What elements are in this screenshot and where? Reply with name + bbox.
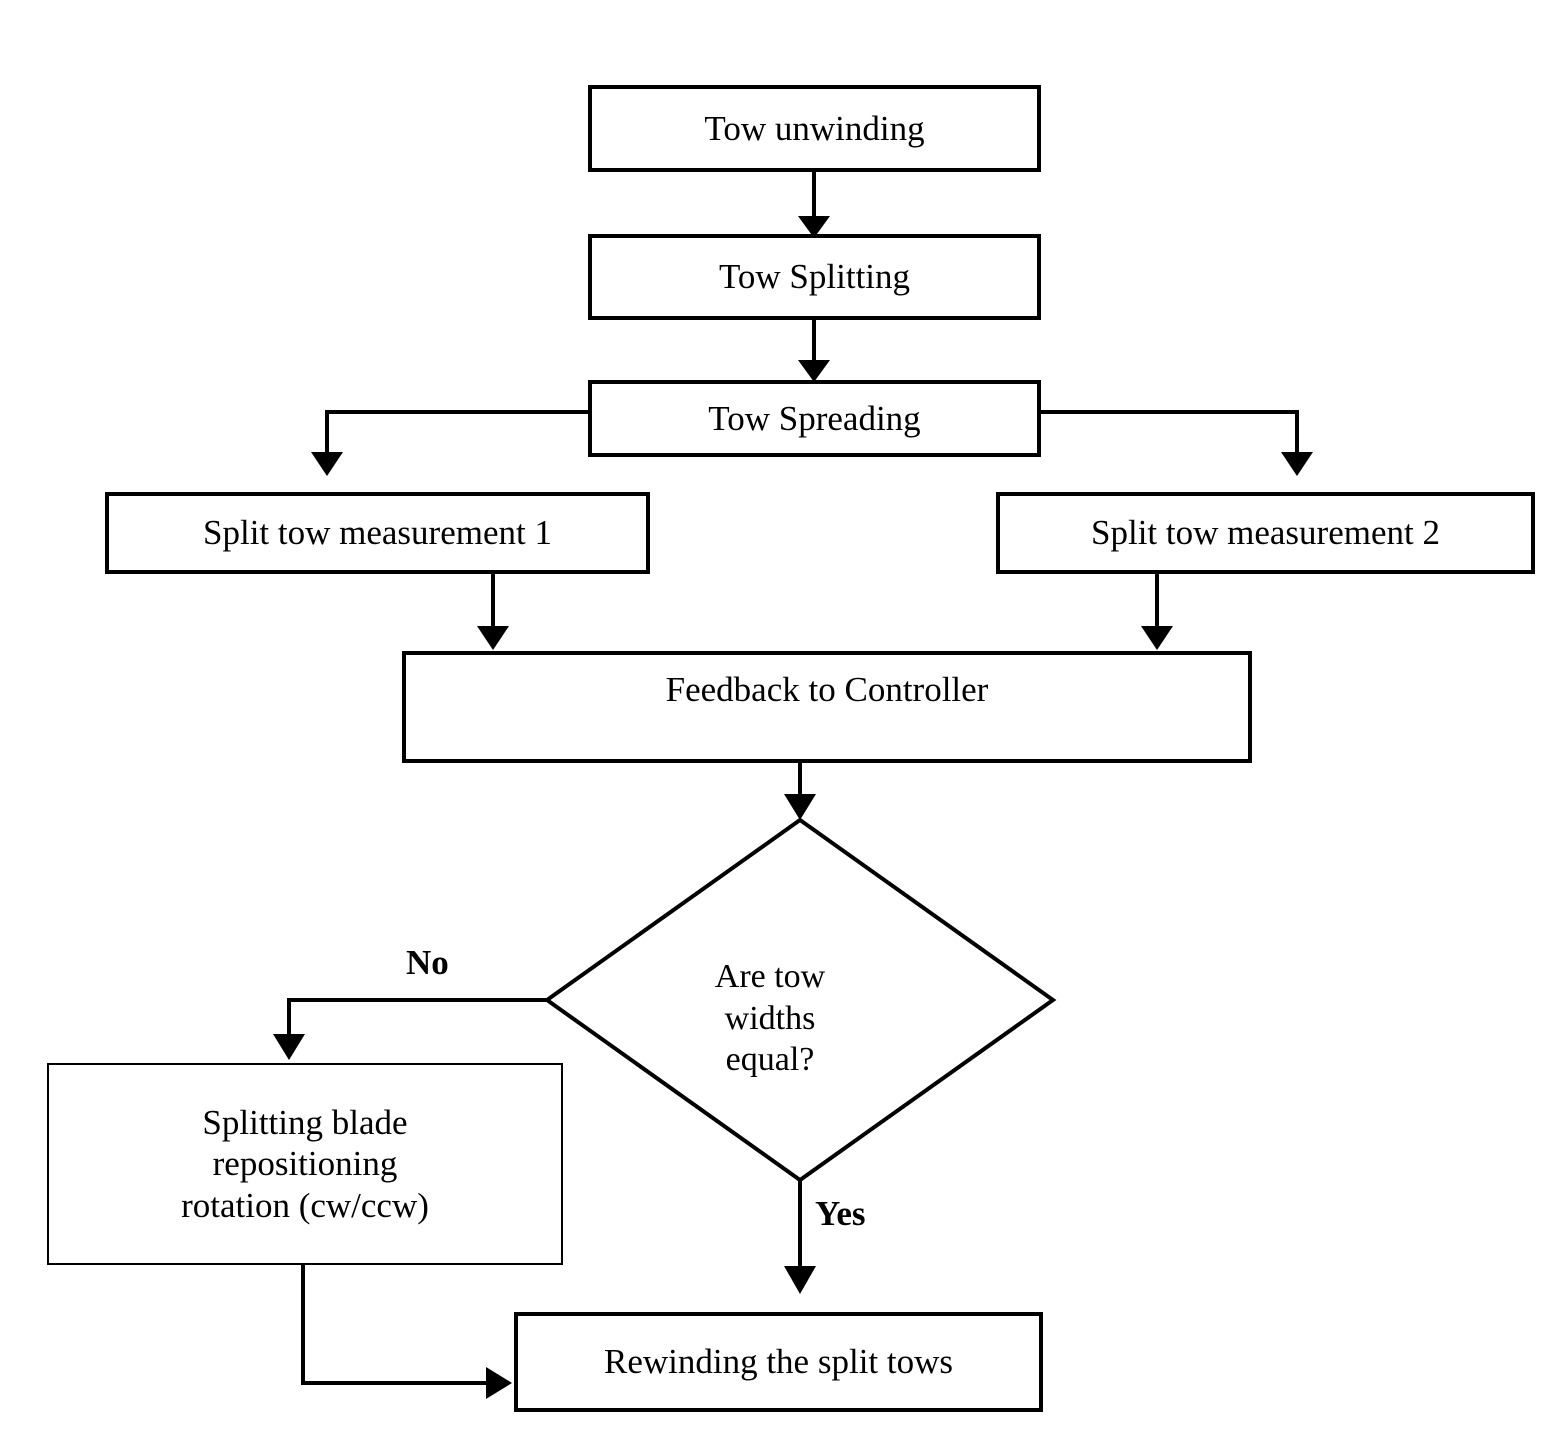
node-splitting-blade-repositioning-label: Splitting blade repositioning rotation (… bbox=[181, 1103, 429, 1225]
edge-label-yes: Yes bbox=[815, 1196, 866, 1231]
node-split-tow-measurement-2-label: Split tow measurement 2 bbox=[1091, 513, 1440, 553]
connector-measurement-1-to-feedback bbox=[477, 574, 509, 650]
node-tow-unwinding: Tow unwinding bbox=[588, 85, 1041, 172]
node-split-tow-measurement-2: Split tow measurement 2 bbox=[996, 492, 1535, 574]
connector-unwinding-to-splitting bbox=[798, 172, 830, 238]
node-tow-splitting: Tow Splitting bbox=[588, 234, 1041, 320]
node-decision-tow-widths: Are tow widths equal? bbox=[660, 915, 880, 1122]
edge-label-yes-text: Yes bbox=[815, 1194, 866, 1233]
node-tow-splitting-label: Tow Splitting bbox=[718, 257, 911, 297]
connector-spreading-to-measurement-1 bbox=[311, 410, 588, 476]
connector-feedback-to-decision bbox=[784, 763, 816, 820]
node-tow-unwinding-label: Tow unwinding bbox=[704, 108, 925, 148]
connector-decision-no-to-blade bbox=[273, 998, 547, 1060]
node-tow-spreading-label: Tow Spreading bbox=[708, 398, 921, 438]
connector-decision-yes-to-rewinding bbox=[784, 1180, 816, 1294]
connector-spreading-to-measurement-2 bbox=[1041, 410, 1313, 476]
edge-label-no-text: No bbox=[406, 943, 449, 982]
node-splitting-blade-repositioning: Splitting blade repositioning rotation (… bbox=[47, 1063, 563, 1265]
node-rewinding-the-split-tows-label: Rewinding the split tows bbox=[603, 1342, 954, 1382]
node-decision-tow-widths-label: Are tow widths equal? bbox=[714, 958, 826, 1079]
connector-splitting-to-spreading bbox=[798, 320, 830, 382]
connector-measurement-2-to-feedback bbox=[1141, 574, 1173, 650]
node-feedback-to-controller-label: Feedback to Controller bbox=[665, 670, 989, 709]
node-split-tow-measurement-1-label: Split tow measurement 1 bbox=[203, 513, 552, 553]
node-split-tow-measurement-1: Split tow measurement 1 bbox=[105, 492, 650, 574]
node-feedback-to-controller: Feedback to Controller bbox=[402, 651, 1252, 763]
edge-label-no: No bbox=[406, 945, 449, 980]
node-tow-spreading: Tow Spreading bbox=[588, 380, 1041, 457]
node-rewinding-the-split-tows: Rewinding the split tows bbox=[514, 1312, 1043, 1412]
connector-blade-to-rewinding bbox=[301, 1265, 512, 1399]
